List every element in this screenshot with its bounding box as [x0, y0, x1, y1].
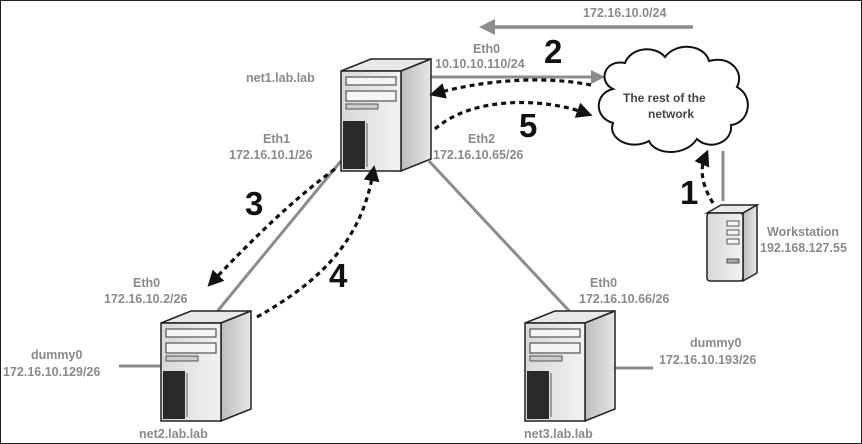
workstation-ip: 192.168.127.55 [760, 241, 847, 255]
net1-name: net1.lab.lab [246, 71, 315, 85]
workstation-label: Workstation [767, 225, 839, 239]
step-3-arrow [207, 167, 336, 287]
step-5-number: 5 [519, 107, 537, 144]
cloud-label-line1: The rest of the [623, 91, 706, 105]
net2-server [160, 309, 252, 423]
net3-name: net3.lab.lab [524, 427, 593, 441]
subnet-arrow-head [479, 19, 495, 35]
step-1-number: 1 [680, 174, 698, 211]
net1-eth1-ip: 172.16.10.1/26 [229, 148, 312, 162]
link-net1-net2 [209, 160, 343, 320]
cloud-network: The rest of the network [597, 45, 749, 153]
step-5-arrow [433, 100, 593, 131]
net1-eth0-ip: 10.10.10.110/24 [435, 57, 525, 71]
step-2-number: 2 [544, 33, 562, 70]
net3-server [524, 309, 616, 423]
net2-name: net2.lab.lab [139, 427, 208, 441]
step-3-number: 3 [245, 185, 263, 222]
net3-dummy0-label: dummy0 [690, 336, 741, 350]
workstation [704, 203, 760, 283]
net2-eth0-ip: 172.16.10.2/26 [104, 292, 187, 306]
link-net1-net3 [427, 159, 575, 317]
step-1-arrow [694, 149, 715, 204]
net2-dummy0-ip: 172.16.10.129/26 [3, 365, 100, 379]
net1-eth0-label: Eth0 [473, 42, 500, 56]
net3-dummy0-ip: 172.16.10.193/26 [659, 353, 756, 367]
net1-server [340, 57, 432, 173]
link-net1-cloud-arrowhead [591, 70, 605, 84]
step-4-number: 4 [329, 257, 348, 294]
cloud-label-line2: network [648, 107, 694, 121]
net1-eth2-ip: 172.16.10.65/26 [433, 148, 523, 162]
net2-dummy0-label: dummy0 [31, 348, 82, 362]
net1-eth1-label: Eth1 [263, 132, 290, 146]
step-2-arrow [429, 78, 592, 99]
net2-eth0-label: Eth0 [133, 276, 160, 290]
net3-eth0-label: Eth0 [590, 276, 617, 290]
net1-eth2-label: Eth2 [468, 132, 495, 146]
subnet-label: 172.16.10.0/24 [583, 6, 666, 20]
net3-eth0-ip: 172.16.10.66/26 [579, 292, 669, 306]
